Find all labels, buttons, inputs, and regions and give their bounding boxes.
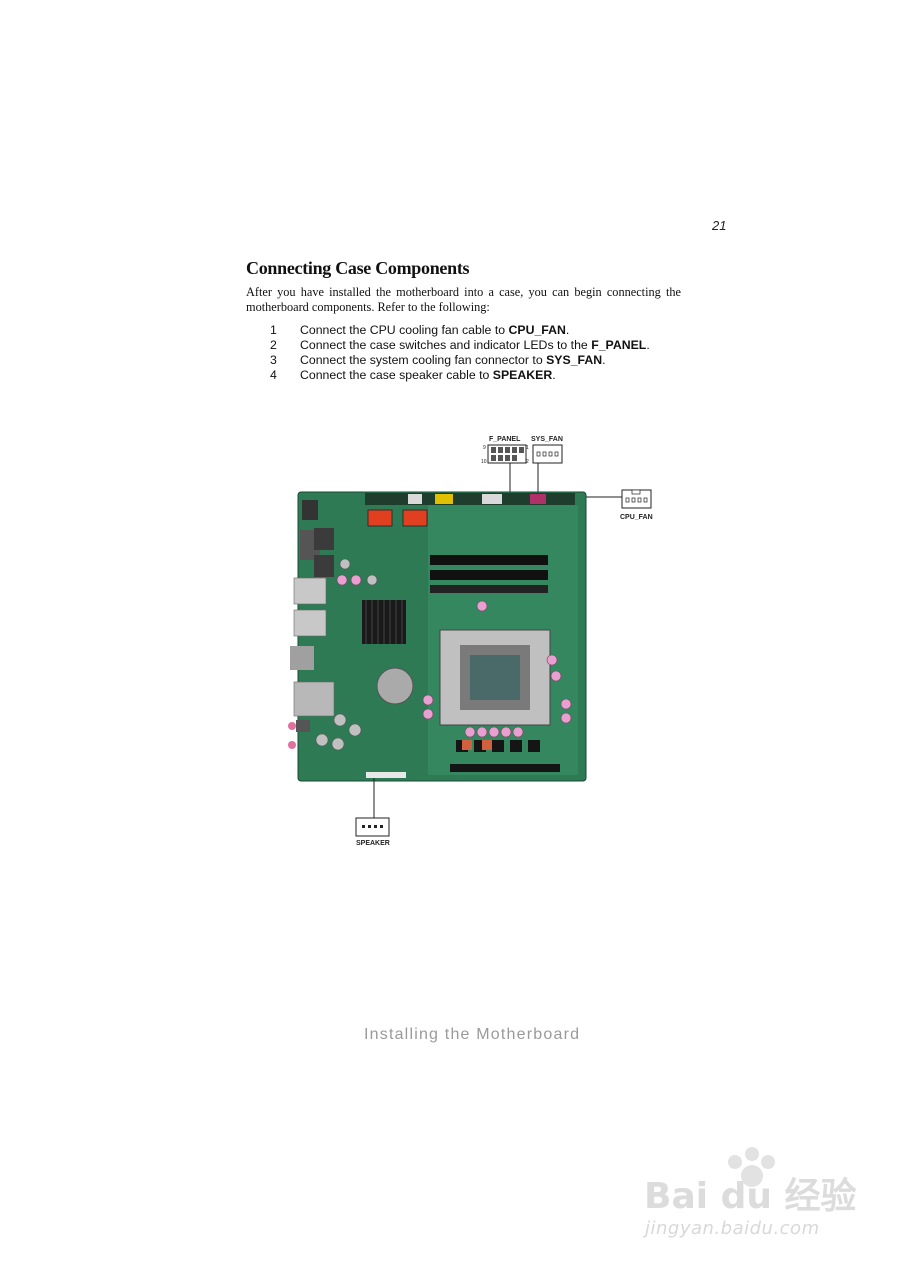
chapter-footer: Installing the Motherboard bbox=[364, 1026, 581, 1043]
steps-list: 1 Connect the CPU cooling fan cable to C… bbox=[270, 323, 650, 383]
step-item: 2 Connect the case switches and indicato… bbox=[270, 338, 650, 353]
watermark-logo-text: Bai du 经验 bbox=[644, 1176, 857, 1217]
step-item: 4 Connect the case speaker cable to SPEA… bbox=[270, 368, 650, 383]
step-text: Connect the case switches and indicator … bbox=[300, 338, 592, 352]
step-number: 3 bbox=[270, 353, 277, 367]
motherboard bbox=[288, 491, 587, 818]
intro-paragraph: After you have installed the motherboard… bbox=[246, 285, 681, 314]
f-panel-pin-9: 9 bbox=[483, 445, 486, 451]
step-text: Connect the system cooling fan connector… bbox=[300, 353, 547, 367]
step-period: . bbox=[552, 368, 556, 382]
step-period: . bbox=[565, 323, 570, 337]
section-heading: Connecting Case Components bbox=[246, 258, 470, 278]
step-item: 3 Connect the system cooling fan connect… bbox=[270, 353, 650, 368]
step-item: 1 Connect the CPU cooling fan cable to C… bbox=[270, 323, 650, 338]
step-number: 2 bbox=[270, 338, 277, 352]
step-number: 1 bbox=[270, 323, 277, 337]
speaker-label: SPEAKER bbox=[356, 840, 390, 847]
f-panel-connector: F_PANEL 9 10 bbox=[481, 436, 527, 494]
cpu-fan-connector: CPU_FAN bbox=[585, 489, 653, 521]
step-number: 4 bbox=[270, 368, 277, 382]
cpu-fan-label: CPU_FAN bbox=[620, 514, 653, 521]
sys-fan-pin-2: 2 bbox=[526, 459, 529, 465]
step-text: Connect the CPU cooling fan cable to bbox=[300, 323, 509, 337]
step-connector-name: F_PANEL bbox=[591, 338, 647, 352]
step-period: . bbox=[646, 338, 650, 352]
f-panel-pin-10: 10 bbox=[481, 459, 487, 465]
sys-fan-label: SYS_FAN bbox=[531, 436, 563, 443]
speaker-connector: SPEAKER bbox=[355, 817, 390, 847]
sys-fan-connector: SYS_FAN 1 2 bbox=[526, 436, 563, 494]
step-connector-name: CPU_FAN bbox=[508, 323, 566, 337]
page-number: 21 bbox=[712, 218, 727, 233]
step-connector-name: SYS_FAN bbox=[546, 353, 603, 367]
f-panel-label: F_PANEL bbox=[489, 436, 521, 443]
baidu-watermark-logo: Bai du 经验 bbox=[644, 1147, 857, 1217]
step-period: . bbox=[602, 353, 606, 367]
step-connector-name: SPEAKER bbox=[492, 368, 553, 382]
sys-fan-pin-1: 1 bbox=[526, 445, 529, 451]
step-text: Connect the case speaker cable to bbox=[300, 368, 493, 382]
watermark-url: jingyan.baidu.com bbox=[645, 1218, 820, 1239]
